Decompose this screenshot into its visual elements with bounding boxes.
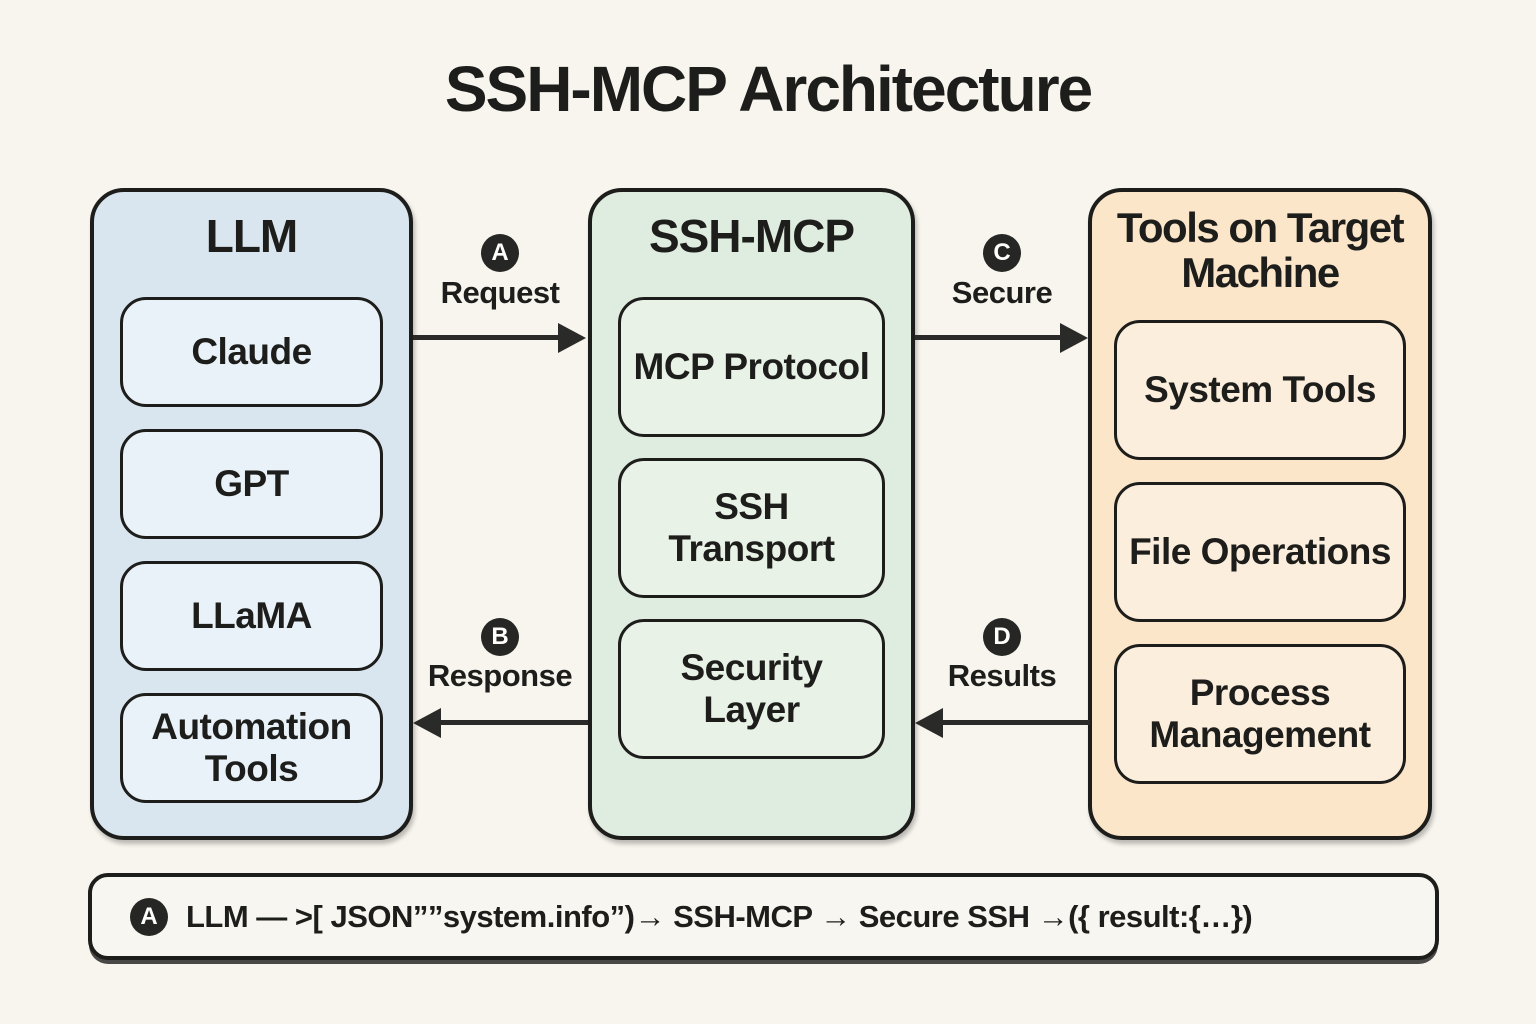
arrow-a-right-arrow-icon bbox=[558, 323, 586, 353]
flow-bar-text: LLM — >[ JSON””system.info”)→ SSH-MCP → … bbox=[186, 898, 1253, 934]
arrow-d-left-arrow-icon bbox=[915, 708, 943, 738]
arrow-c-right-arrow-icon bbox=[1060, 323, 1088, 353]
badge-c: C bbox=[983, 234, 1021, 272]
panel-ssh-mcp-title: SSH-MCP bbox=[648, 210, 855, 262]
arrow-b-left-arrow-icon bbox=[413, 708, 441, 738]
box-automation-tools: Automation Tools bbox=[120, 692, 383, 803]
arrow-b-label: Response bbox=[427, 658, 573, 693]
badge-a: A bbox=[481, 234, 519, 272]
arrow-a-label: Request bbox=[440, 275, 560, 310]
arrow-d-line bbox=[943, 720, 1090, 725]
panel-llm: LLM Claude GPT LLaMA Automation Tools bbox=[90, 188, 413, 840]
arrow-c-label: Secure bbox=[951, 275, 1053, 310]
panel-tools-title: Tools on Target Machine bbox=[1116, 204, 1405, 296]
panel-llm-title: LLM bbox=[205, 210, 299, 262]
badge-d: D bbox=[983, 618, 1021, 656]
panel-tools-target-machine: Tools on Target Machine System Tools Fil… bbox=[1088, 188, 1432, 840]
box-security-layer: Security Layer bbox=[618, 618, 885, 759]
box-gpt: GPT bbox=[120, 428, 383, 539]
arrow-c-line bbox=[915, 335, 1062, 340]
box-mcp-protocol: MCP Protocol bbox=[618, 296, 885, 437]
diagram-title: SSH-MCP Architecture bbox=[444, 53, 1093, 125]
panel-ssh-mcp: SSH-MCP MCP Protocol SSH Transport Secur… bbox=[588, 188, 915, 840]
box-system-tools: System Tools bbox=[1114, 320, 1406, 461]
box-ssh-transport: SSH Transport bbox=[618, 457, 885, 598]
badge-b: B bbox=[481, 618, 519, 656]
box-llama: LLaMA bbox=[120, 560, 383, 671]
box-claude: Claude bbox=[120, 296, 383, 407]
arrow-d-label: Results bbox=[947, 658, 1057, 693]
box-file-operations: File Operations bbox=[1114, 482, 1406, 623]
arrow-b-line bbox=[441, 720, 588, 725]
flow-bar-badge-a: A bbox=[130, 897, 168, 936]
box-process-management: Process Management bbox=[1114, 644, 1406, 785]
flow-example-bar: A LLM — >[ JSON””system.info”)→ SSH-MCP … bbox=[88, 873, 1439, 960]
arrow-a-line bbox=[413, 335, 560, 340]
